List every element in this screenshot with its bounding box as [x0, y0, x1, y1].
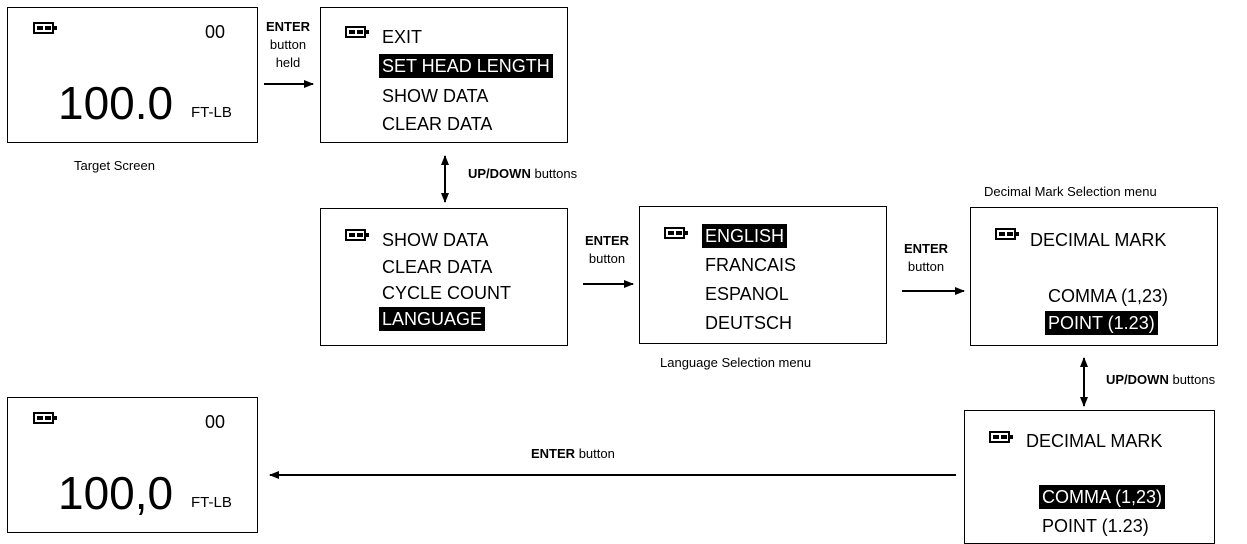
language-option-espanol[interactable]: ESPANOL	[705, 284, 789, 304]
updown-label-1: UP/DOWN buttons	[468, 166, 578, 181]
language-option-francais[interactable]: FRANCAIS	[705, 255, 797, 275]
target-screen: 00 100.0 FT-LB	[7, 7, 258, 143]
result-screen: 00 100,0 FT-LB	[7, 397, 258, 533]
battery-icon	[989, 431, 1013, 443]
decimal-option-point[interactable]: POINT (1.23)	[1045, 311, 1158, 335]
menu-item-show-data[interactable]: SHOW DATA	[382, 86, 489, 106]
reading-count: 00	[205, 22, 226, 42]
main-menu-2: SHOW DATA CLEAR DATA CYCLE COUNT LANGUAG…	[320, 208, 568, 346]
battery-icon	[345, 26, 369, 38]
menu-item-cycle-count[interactable]: CYCLE COUNT	[382, 283, 512, 303]
enter-label-1: ENTER button	[584, 233, 630, 266]
decimal-option-point[interactable]: POINT (1.23)	[1042, 516, 1149, 536]
battery-icon	[664, 227, 688, 239]
reading-count: 00	[205, 412, 226, 432]
battery-icon	[995, 228, 1019, 240]
torque-value: 100,0	[58, 467, 174, 519]
menu-item-show-data[interactable]: SHOW DATA	[382, 230, 489, 250]
decimal-menu-1: DECIMAL MARK COMMA (1,23) POINT (1.23)	[970, 207, 1218, 346]
language-menu: ENGLISH FRANCAIS ESPANOL DEUTSCH	[639, 206, 887, 344]
menu-item-clear-data[interactable]: CLEAR DATA	[382, 257, 493, 277]
decimal-option-comma[interactable]: COMMA (1,23)	[1048, 286, 1169, 306]
menu-item-language[interactable]: LANGUAGE	[379, 307, 486, 331]
menu-item-clear-data[interactable]: CLEAR DATA	[382, 114, 493, 134]
decimal-menu-title: DECIMAL MARK	[1026, 431, 1163, 451]
language-menu-caption: Language Selection menu	[660, 355, 812, 370]
torque-value: 100.0	[58, 77, 174, 129]
decimal-menu-2: DECIMAL MARK COMMA (1,23) POINT (1.23)	[964, 410, 1215, 544]
decimal-menu-caption: Decimal Mark Selection menu	[984, 184, 1157, 199]
enter-held-label: ENTER button held	[265, 19, 311, 70]
battery-icon	[345, 229, 369, 241]
torque-unit: FT-LB	[191, 104, 232, 121]
language-option-deutsch[interactable]: DEUTSCH	[705, 313, 793, 333]
menu-item-set-head-length[interactable]: SET HEAD LENGTH	[379, 54, 553, 78]
enter-label-2: ENTER button	[903, 241, 949, 274]
main-menu-1: EXIT SET HEAD LENGTH SHOW DATA CLEAR DAT…	[320, 7, 568, 143]
language-option-english[interactable]: ENGLISH	[702, 224, 788, 248]
target-screen-caption: Target Screen	[74, 158, 155, 173]
enter-label-3: ENTER button	[531, 446, 615, 461]
decimal-option-comma[interactable]: COMMA (1,23)	[1039, 485, 1166, 509]
battery-icon	[33, 22, 57, 34]
updown-label-2: UP/DOWN buttons	[1106, 372, 1216, 387]
torque-unit: FT-LB	[191, 494, 232, 511]
decimal-menu-title: DECIMAL MARK	[1030, 230, 1167, 250]
menu-item-exit[interactable]: EXIT	[382, 27, 423, 47]
battery-icon	[33, 412, 57, 424]
